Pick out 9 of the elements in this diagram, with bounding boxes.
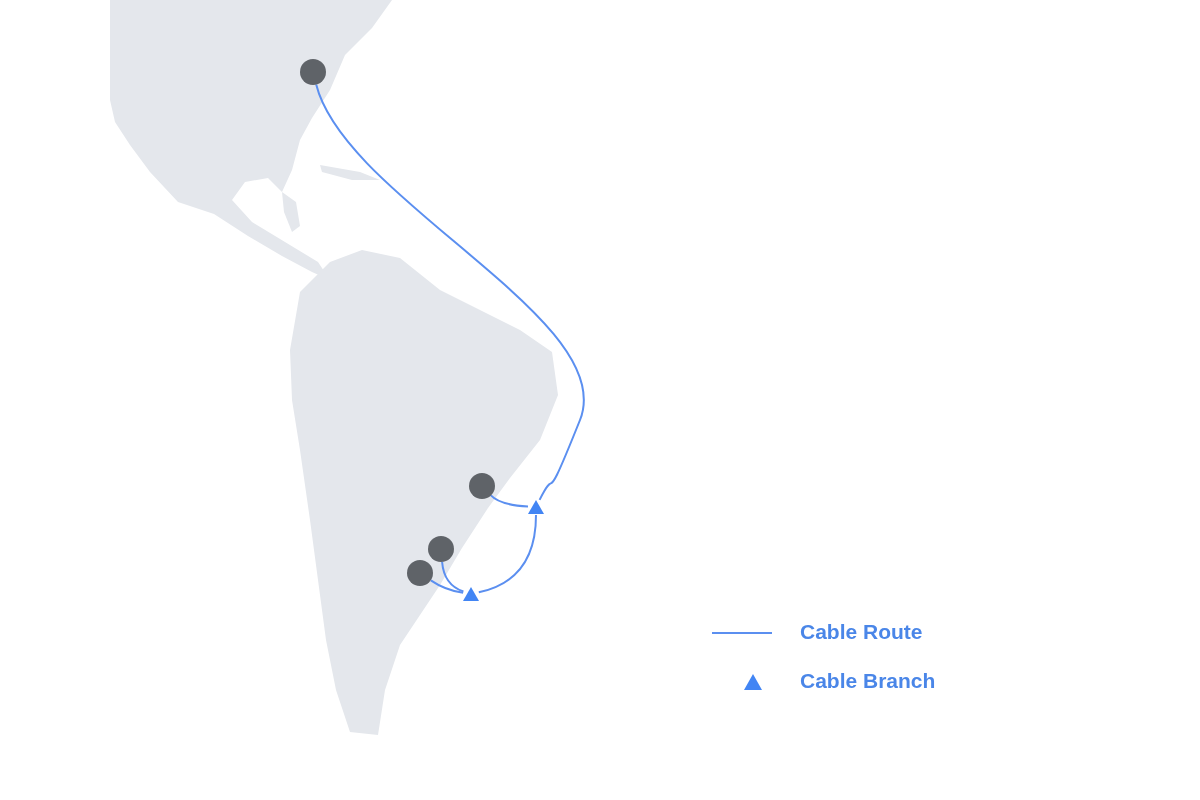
cable-route-line: [441, 561, 465, 593]
cable-route-line: [489, 494, 529, 508]
cable-route-line: [315, 83, 585, 501]
cable-route-line: [477, 514, 537, 594]
cable-branch-marker: [463, 587, 479, 601]
cable-route-line: [429, 579, 465, 594]
cable-branch-marker: [528, 500, 544, 514]
legend-label: Cable Branch: [800, 669, 936, 693]
legend-label: Cable Route: [800, 620, 923, 644]
